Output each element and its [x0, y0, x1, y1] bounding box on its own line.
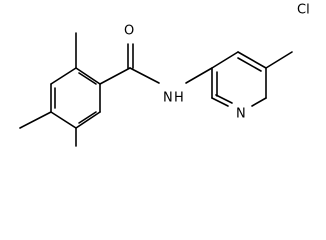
oxygen-label: O [124, 24, 134, 39]
chemical-structure: O N H N Cl [19, 3, 310, 147]
chlorine-label: Cl [297, 3, 310, 18]
pyridine-nitrogen-label: N [236, 107, 246, 122]
amide-hydrogen-label: H [174, 91, 184, 106]
bond-lines [19, 32, 293, 147]
amide-nitrogen-label: N [163, 91, 173, 106]
atom-labels: O N H N Cl [124, 3, 310, 122]
